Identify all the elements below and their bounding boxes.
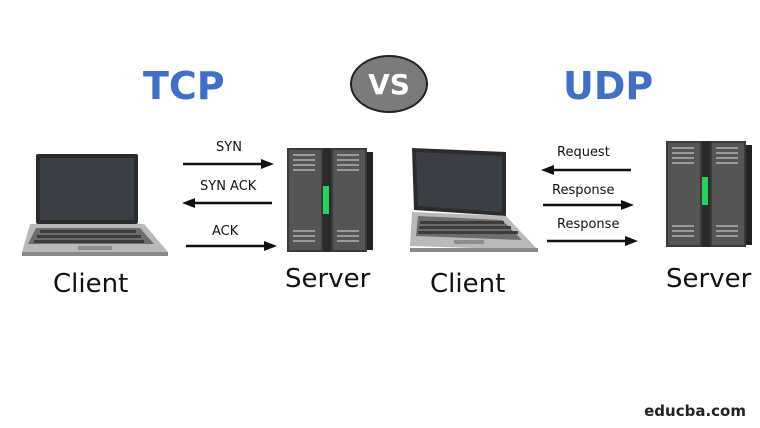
tcp-client-laptop-icon xyxy=(22,154,168,256)
udp-arrow-label-request: Request xyxy=(557,145,610,160)
udp-arrow-label-response-2: Response xyxy=(557,217,620,232)
tcp-server-label: Server xyxy=(285,264,371,294)
vs-badge: VS xyxy=(350,55,428,113)
tcp-arrow-label-syn-ack: SYN ACK xyxy=(200,179,257,194)
udp-arrow-right-icon xyxy=(547,236,638,246)
tcp-arrow-left-icon xyxy=(182,198,272,208)
tcp-arrow-right-icon xyxy=(186,241,277,251)
udp-server-icon xyxy=(666,141,752,247)
udp-heading: UDP xyxy=(563,64,654,108)
tcp-heading: TCP xyxy=(143,64,225,108)
udp-arrow-right-icon xyxy=(543,200,634,210)
udp-arrow-left-icon xyxy=(541,165,631,175)
udp-client-laptop-icon xyxy=(410,148,538,252)
footer-brand: educba.com xyxy=(644,402,746,420)
tcp-arrow-right-icon xyxy=(183,159,274,169)
tcp-arrow-label-ack: ACK xyxy=(212,224,239,239)
tcp-arrow-label-syn: SYN xyxy=(216,140,242,155)
udp-client-label: Client xyxy=(430,269,506,299)
tcp-client-label: Client xyxy=(53,269,129,299)
udp-server-label: Server xyxy=(666,264,752,294)
tcp-server-icon xyxy=(287,148,373,252)
vs-label: VS xyxy=(368,67,410,101)
udp-arrow-label-response-1: Response xyxy=(552,183,615,198)
